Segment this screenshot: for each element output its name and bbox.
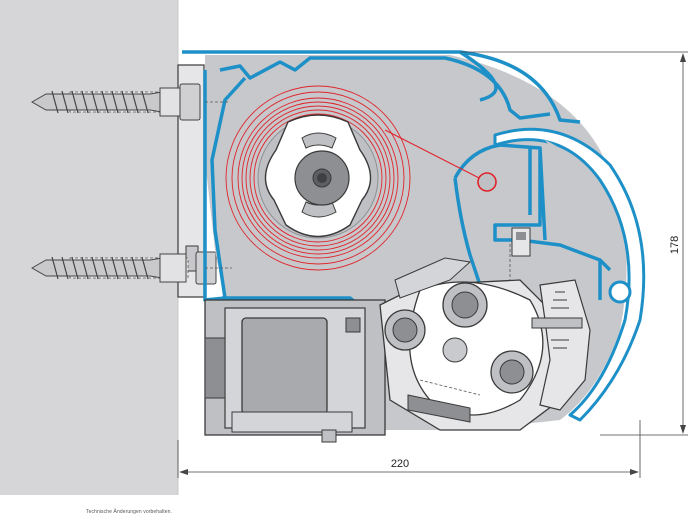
fabric-roll-spiral xyxy=(225,85,411,271)
outer-profile xyxy=(182,50,581,124)
arm-bracket xyxy=(511,227,591,411)
gear-mechanism xyxy=(345,257,561,431)
motor-block xyxy=(204,299,386,443)
wall xyxy=(0,0,178,495)
screw-upper xyxy=(30,83,201,121)
width-dimension-label: 220 xyxy=(391,458,409,470)
fabric-line xyxy=(384,129,488,183)
width-dimension xyxy=(177,420,641,478)
front-bar-roller xyxy=(477,172,497,192)
hidden-lines xyxy=(205,101,511,396)
height-dimension-label: 178 xyxy=(669,236,681,254)
footnote: Technische Änderungen vorbehalten. xyxy=(86,509,172,515)
screw-lower xyxy=(30,251,217,285)
outer-profile-front xyxy=(493,127,646,422)
front-bar-profile xyxy=(453,143,631,300)
height-dimension xyxy=(460,51,688,436)
